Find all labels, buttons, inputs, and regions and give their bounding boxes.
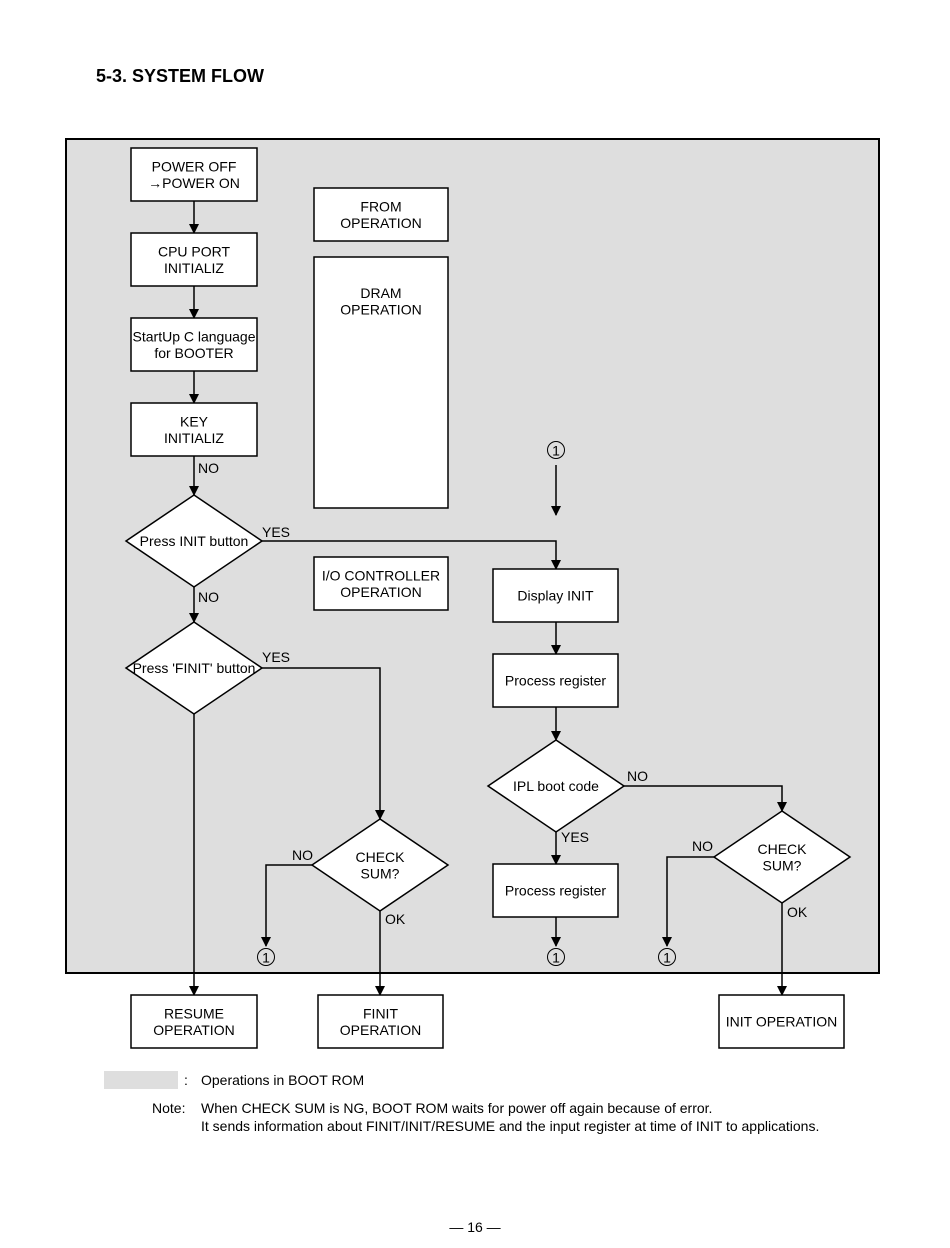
flow-arrow-14 <box>624 785 787 812</box>
process-register-1-box: Process register <box>492 653 619 708</box>
branch-label-yes-2: YES <box>262 524 290 540</box>
flow-arrow-9 <box>262 667 385 820</box>
press-init-decision: Press INIT button <box>124 494 264 588</box>
process-register-1-box-label-1: Process register <box>505 673 606 689</box>
startup-box-label-2: for BOOTER <box>154 345 233 361</box>
power-box-label-1: POWER OFF <box>152 158 237 174</box>
branch-label-no-3: NO <box>198 589 219 605</box>
display-init-box-label-1: Display INIT <box>517 588 594 604</box>
process-register-2-box: Process register <box>492 863 619 918</box>
dram-op-box-label-1: DRAM <box>360 285 401 301</box>
flow-arrow-11 <box>261 864 312 947</box>
branch-label-no-1: NO <box>198 460 219 476</box>
process-register-2-box-label-1: Process register <box>505 883 606 899</box>
connector-number: 1 <box>663 950 671 966</box>
branch-label-yes-4: YES <box>262 649 290 665</box>
branch-label-no-9: NO <box>692 838 713 854</box>
resume-op-box-label-1: RESUME <box>164 1005 224 1021</box>
note-line-1: When CHECK SUM is NG, BOOT ROM waits for… <box>201 1100 713 1116</box>
check-sum-left-decision-label-2: SUM? <box>361 865 400 881</box>
legend-text: Operations in BOOT ROM <box>201 1072 365 1088</box>
cpu-port-box-label-1: CPU PORT <box>158 243 231 259</box>
note-label: Note: <box>152 1100 186 1116</box>
connector-number: 1 <box>262 950 270 966</box>
ipl-boot-decision-label-1: IPL boot code <box>513 778 599 794</box>
power-box-label-2: →POWER ON <box>148 175 240 191</box>
branch-label-ok-10: OK <box>787 904 808 920</box>
init-op-box: INIT OPERATION <box>718 994 845 1049</box>
from-op-box-label-2: OPERATION <box>340 215 421 231</box>
key-init-box-label-2: INITIALIZ <box>164 430 224 446</box>
cpu-port-box-label-2: INITIALIZ <box>164 260 224 276</box>
press-finit-decision-label-1: Press 'FINIT' button <box>133 660 256 676</box>
branch-label-ok-6: OK <box>385 911 406 927</box>
branch-label-no-7: NO <box>627 768 648 784</box>
flow-arrow-17 <box>662 856 714 947</box>
connector-1-marker-3: 1 <box>547 948 565 966</box>
flow-arrow-6 <box>262 540 561 570</box>
press-init-decision-label-1: Press INIT button <box>140 533 249 549</box>
finit-op-box-label-1: FINIT <box>363 1005 398 1021</box>
finit-op-box-label-2: OPERATION <box>340 1022 421 1038</box>
check-sum-right-decision-label-2: SUM? <box>763 857 802 873</box>
connector-number: 1 <box>552 443 560 459</box>
legend-colon: : <box>184 1072 188 1088</box>
branch-label-yes-8: YES <box>561 829 589 845</box>
ipl-boot-decision: IPL boot code <box>486 739 626 833</box>
check-sum-left-decision-label-1: CHECK <box>355 849 405 865</box>
power-box: POWER OFF→POWER ON <box>130 147 258 202</box>
connector-number: 1 <box>552 950 560 966</box>
page-number: — 16 — <box>449 1219 501 1235</box>
check-sum-right-decision-label-1: CHECK <box>757 841 807 857</box>
boot-rom-legend-swatch <box>104 1071 178 1089</box>
io-op-box-label-2: OPERATION <box>340 584 421 600</box>
branch-label-no-5: NO <box>292 847 313 863</box>
resume-op-box-label-2: OPERATION <box>153 1022 234 1038</box>
press-finit-decision: Press 'FINIT' button <box>124 621 264 715</box>
section-heading: 5-3. SYSTEM FLOW <box>96 66 265 86</box>
display-init-box: Display INIT <box>492 568 619 623</box>
connector-1-marker-1: 1 <box>547 441 565 459</box>
connector-1-marker-2: 1 <box>257 948 275 966</box>
startup-box-label-1: StartUp C language <box>133 328 256 344</box>
dram-op-box-label-2: OPERATION <box>340 301 421 317</box>
note-line-2: It sends information about FINIT/INIT/RE… <box>201 1118 820 1134</box>
io-op-box-label-1: I/O CONTROLLER <box>322 567 440 583</box>
connector-lines <box>189 201 787 996</box>
from-op-box-label-1: FROM <box>360 198 401 214</box>
init-op-box-label-1: INIT OPERATION <box>726 1014 838 1030</box>
key-init-box-label-1: KEY <box>180 413 209 429</box>
connector-1-marker-4: 1 <box>658 948 676 966</box>
